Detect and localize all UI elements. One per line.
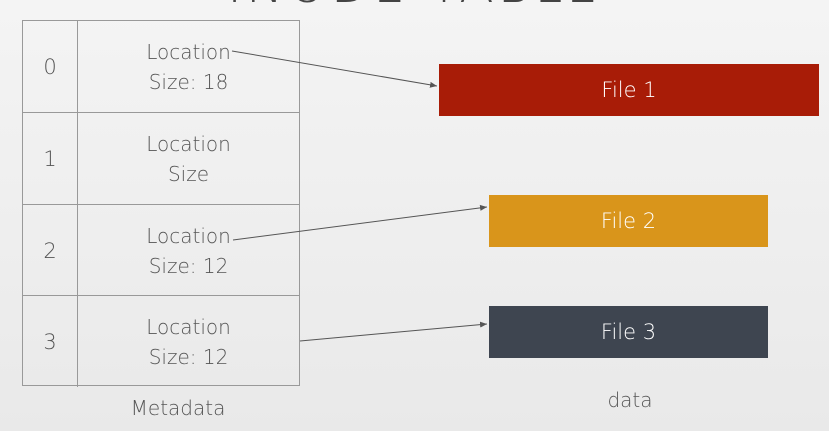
size-label: Size xyxy=(167,161,210,186)
inode-row-3: 3 Location Size: 12 xyxy=(23,295,299,387)
file-2-label: File 2 xyxy=(600,209,657,233)
location-label: Location xyxy=(146,131,231,156)
location-label: Location xyxy=(146,223,231,248)
inode-index: 1 xyxy=(23,113,78,204)
file-1-label: File 1 xyxy=(601,78,657,102)
inode-metadata: Location Size: 12 xyxy=(78,296,299,387)
file-3-block: File 3 xyxy=(489,306,768,358)
inode-row-2: 2 Location Size: 12 xyxy=(23,204,299,296)
file-2-block: File 2 xyxy=(489,195,768,247)
arrow-inode-3-to-file-3 xyxy=(299,321,488,342)
inode-row-0: 0 Location Size: 18 xyxy=(23,21,299,113)
inode-metadata: Location Size xyxy=(78,113,299,204)
inode-index: 2 xyxy=(23,205,78,296)
inode-index: 0 xyxy=(23,21,78,113)
location-label: Location xyxy=(146,40,231,64)
size-label: Size: 18 xyxy=(148,70,229,94)
inode-table: 0 Location Size: 18 1 Location Size 2 Lo… xyxy=(22,20,300,387)
file-3-label: File 3 xyxy=(600,320,657,344)
arrow-inode-2-to-file-2 xyxy=(232,204,488,241)
file-1-block: File 1 xyxy=(439,64,819,116)
metadata-caption: Metadata xyxy=(130,396,226,420)
location-label: Location xyxy=(146,314,231,339)
size-label: Size: 12 xyxy=(148,344,229,369)
data-caption: data xyxy=(607,388,653,412)
size-label: Size: 12 xyxy=(148,253,229,278)
arrow-inode-0-to-file-1 xyxy=(231,50,438,88)
inode-metadata: Location Size: 18 xyxy=(78,21,299,113)
inode-metadata: Location Size: 12 xyxy=(78,205,299,296)
slide-title: INODE TABLE xyxy=(0,0,829,14)
inode-row-1: 1 Location Size xyxy=(23,112,299,204)
inode-index: 3 xyxy=(23,296,78,387)
